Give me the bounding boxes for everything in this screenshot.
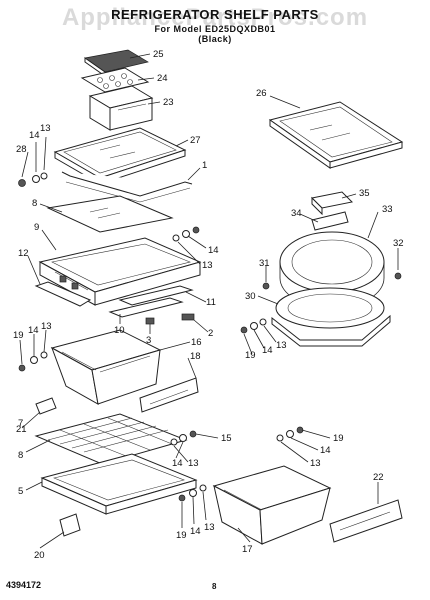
callout-16: 16 [191,337,202,348]
callout-labels: 25 24 23 26 14 13 28 27 1 8 35 34 33 9 1… [13,49,404,561]
callout-14: 14 [29,130,40,141]
part-8-glass [46,195,174,233]
callout-18: 18 [190,351,201,362]
callout-35: 35 [359,188,370,199]
part-2-clip [181,313,195,321]
callout-17: 17 [242,544,253,555]
document-number: 4394172 [6,580,42,590]
callout-25: 25 [153,49,164,60]
callout-14f: 14 [320,445,331,456]
callout-26: 26 [256,88,267,99]
part-22-drawer-front [329,499,403,543]
callout-31: 31 [259,258,270,269]
part-11-slide [118,285,194,306]
callout-14b: 14 [208,245,219,256]
page-title: REFRIGERATOR SHELF PARTS [111,7,319,22]
callout-28: 28 [16,144,27,155]
callout-14e: 14 [172,458,183,469]
callout-13: 13 [40,123,51,134]
callout-9: 9 [34,222,39,233]
callout-32: 32 [393,238,404,249]
callout-30: 30 [245,291,256,302]
callout-11: 11 [206,297,216,308]
part-16-crisper-drawer [50,329,162,405]
model-line: For Model ED25DQXDB01 [154,24,276,34]
fastener-group-mid-left [18,351,48,372]
part-17-meat-drawer [212,465,332,545]
leader-lines [19,53,399,549]
fastener-group-mid-right [240,318,267,334]
part-32-screw [394,272,402,280]
callout-19: 19 [13,330,24,341]
callout-33: 33 [382,204,393,215]
callout-13f: 13 [310,458,321,469]
callout-14c: 14 [28,325,39,336]
part-7-wire-shelf [34,413,188,465]
callout-3: 3 [146,335,151,346]
part-10-slide [108,297,184,318]
callout-1: 1 [202,160,207,171]
callout-13g: 13 [204,522,215,533]
callout-13b: 13 [202,260,213,271]
callout-2: 2 [208,328,213,339]
callout-19b: 19 [245,350,256,361]
callout-8: 8 [32,198,37,209]
callout-14g: 14 [190,526,201,537]
color-line: (Black) [198,34,232,44]
part-26-shelf [268,101,404,169]
part-12-side-rail [34,281,92,307]
callout-20: 20 [34,550,45,561]
part-3-clip [145,317,155,325]
part-18-drawer-front [139,377,199,413]
callout-13c: 13 [41,321,52,332]
part-23-bin [88,85,154,131]
callout-23: 23 [163,97,174,108]
callout-22: 22 [373,472,384,483]
callout-14d: 14 [262,345,273,356]
callout-15: 15 [221,433,232,444]
page-number: 8 [212,582,217,591]
fastener-group-lower-center [170,430,197,446]
callout-19d: 19 [176,530,187,541]
part-21-handle [35,397,57,415]
callout-13e: 13 [188,458,199,469]
part-1-rails [61,171,193,203]
part-24-egg-tray [80,67,150,93]
callout-7: 7 [18,418,23,429]
callout-8b: 8 [18,450,23,461]
callout-10: 10 [114,325,125,336]
callout-19c: 19 [333,433,344,444]
callout-12: 12 [18,248,29,259]
callout-21: 21 [16,424,27,435]
fastener-group-upper-left [18,172,48,187]
part-30-base [271,287,391,347]
fastener-group-upper-right [172,226,200,242]
part-20-handle [59,513,81,537]
callout-27: 27 [190,135,201,146]
part-35-bracket [310,191,354,216]
part-34-bracket [311,211,349,231]
part-5-frame [40,453,198,515]
part-31-screw [262,282,270,290]
callout-13d: 13 [276,340,287,351]
callout-5: 5 [18,486,23,497]
fastener-group-bottom-center [178,484,207,502]
callout-34: 34 [291,208,302,219]
part-9-crisper-cover [38,237,202,306]
fastener-group-lower-right [276,426,304,442]
callout-24: 24 [157,73,168,84]
